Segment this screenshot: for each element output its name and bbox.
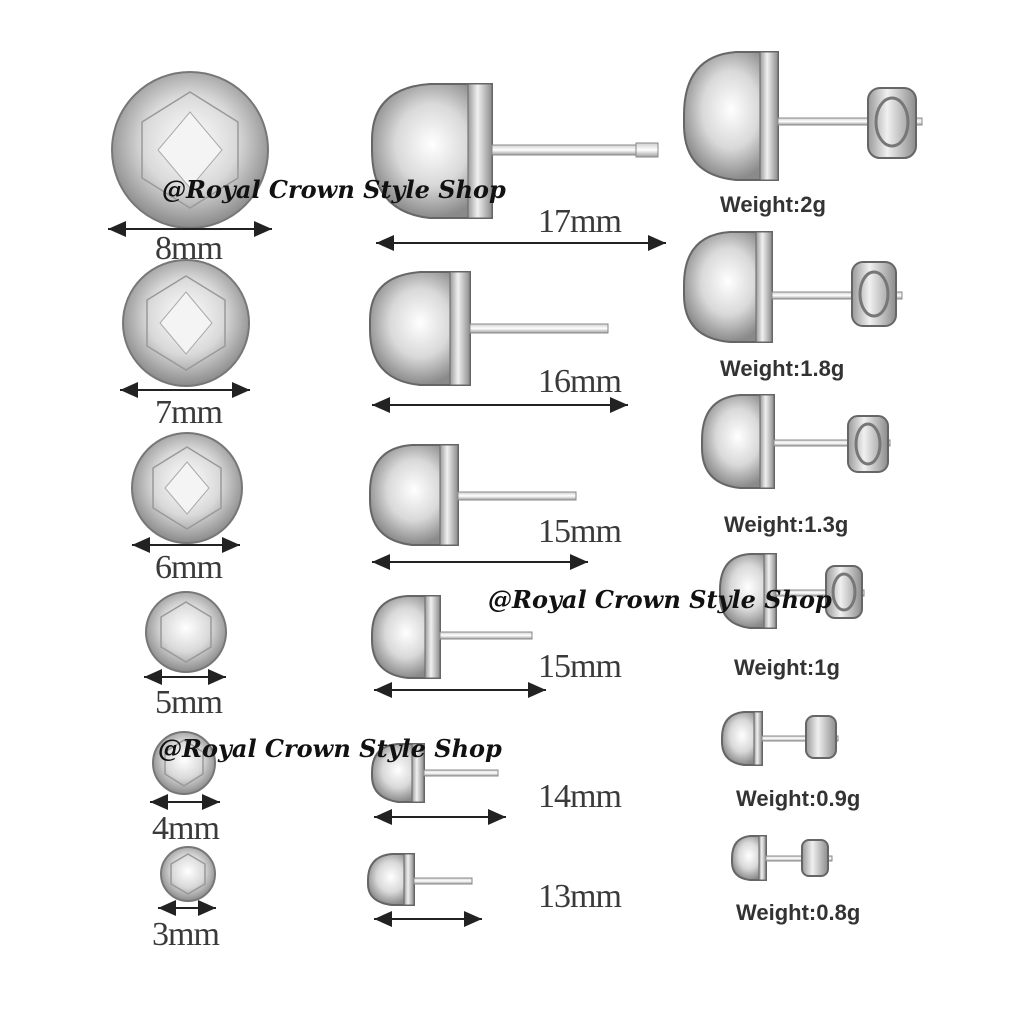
shop-watermark: @Royal Crown Style Shop — [488, 585, 832, 614]
stud-14mm — [371, 743, 499, 803]
weight-label: Weight:1g — [734, 655, 840, 680]
stud-with-back-1.3g — [701, 394, 891, 489]
shop-watermark: @Royal Crown Style Shop — [162, 175, 506, 204]
gem-7mm — [122, 259, 250, 387]
post-length-label: 14mm — [538, 778, 622, 815]
post-length-label: 15mm — [538, 648, 622, 685]
stone-diameter-label: 3mm — [152, 916, 220, 953]
post-length-label: 13mm — [538, 878, 622, 915]
stone-diameter-label: 4mm — [152, 810, 220, 847]
stud-15mm-b — [371, 595, 533, 679]
post-length-label: 15mm — [538, 513, 622, 550]
stud-with-back-1.8g — [683, 231, 903, 343]
stud-with-back-2g — [683, 51, 923, 181]
gem-6mm — [131, 432, 243, 544]
stud-17mm — [371, 83, 659, 219]
stone-diameter-label: 6mm — [155, 549, 223, 586]
stud-with-back-1g — [719, 553, 865, 629]
stud-15mm-a — [369, 444, 577, 546]
weight-label: Weight:1.3g — [724, 512, 849, 537]
post-length-label: 16mm — [538, 363, 622, 400]
stud-13mm — [367, 853, 473, 906]
stud-16mm — [369, 271, 609, 386]
stone-diameter-label: 5mm — [155, 684, 223, 721]
stud-with-back-0.8g — [731, 835, 833, 881]
weight-label: Weight:2g — [720, 192, 826, 217]
stud-with-back-0.9g — [721, 711, 839, 766]
weight-label: Weight:0.8g — [736, 900, 861, 925]
stone-diameter-label: 7mm — [155, 394, 223, 431]
weight-label: Weight:0.9g — [736, 786, 861, 811]
shop-watermark: @Royal Crown Style Shop — [158, 734, 502, 763]
gem-3mm — [160, 846, 216, 902]
weight-label: Weight:1.8g — [720, 356, 845, 381]
gem-8mm — [111, 71, 269, 229]
gem-5mm — [145, 591, 227, 673]
post-length-label: 17mm — [538, 203, 622, 240]
stone-diameter-label: 8mm — [155, 230, 223, 267]
gem-4mm — [152, 731, 216, 795]
